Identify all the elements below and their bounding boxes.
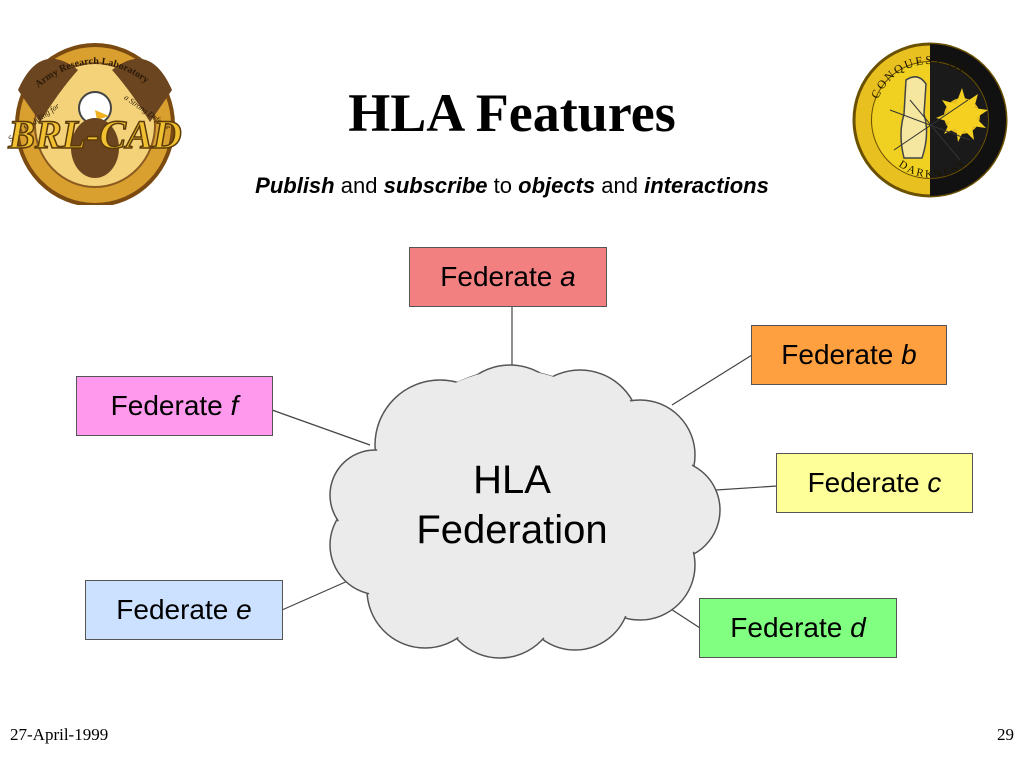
federate-d-box: Federate d xyxy=(699,598,897,658)
page-number: 29 xyxy=(997,725,1014,744)
connector-b xyxy=(671,354,753,406)
conquest-of-darkness-seal: CONQUEST OF DARKNESS xyxy=(852,42,1008,198)
logo-wordmark: BRL-CAD xyxy=(7,112,181,157)
cloud-label: HLA Federation xyxy=(392,455,632,555)
federate-d-letter: d xyxy=(850,612,866,643)
federate-f-prefix: Federate xyxy=(110,390,223,421)
subtitle-word-publish: Publish xyxy=(255,173,335,198)
subtitle-word-and-2: and xyxy=(601,173,638,198)
federate-a-letter: a xyxy=(560,261,576,292)
federate-b-box: Federate b xyxy=(751,325,947,385)
subtitle-word-to: to xyxy=(493,173,512,198)
connector-e xyxy=(281,579,351,611)
slide-title: HLA Features xyxy=(348,83,676,143)
federate-c-prefix: Federate xyxy=(807,467,920,498)
federate-c-box: Federate c xyxy=(776,453,973,513)
federation-cloud xyxy=(329,364,721,659)
connector-f xyxy=(271,409,371,446)
subtitle-word-interactions: interactions xyxy=(644,173,769,198)
sun-moon-seal-icon xyxy=(852,42,1008,198)
federate-c-letter: c xyxy=(927,467,942,498)
federate-b-prefix: Federate xyxy=(781,339,894,370)
footer-date: 27-April-1999 xyxy=(10,725,109,744)
federate-a-prefix: Federate xyxy=(440,261,553,292)
brl-cad-logo: Army Research Laboratory Solid Modeling … xyxy=(6,43,182,205)
federate-f-box: Federate f xyxy=(76,376,273,436)
connector-c xyxy=(715,485,778,491)
federate-e-prefix: Federate xyxy=(116,594,229,625)
cloud-label-line-1: HLA xyxy=(473,458,551,502)
federate-b-letter: b xyxy=(901,339,917,370)
federate-e-letter: e xyxy=(236,594,252,625)
federate-d-prefix: Federate xyxy=(730,612,843,643)
federate-a-box: Federate a xyxy=(409,247,607,307)
subtitle-word-and-1: and xyxy=(340,173,378,198)
federate-e-box: Federate e xyxy=(85,580,283,640)
eagle-emblem-icon xyxy=(15,43,175,205)
subtitle-word-subscribe: subscribe xyxy=(383,173,488,198)
subtitle-word-objects: objects xyxy=(518,173,596,198)
cloud-label-line-2: Federation xyxy=(416,508,608,552)
slide-subtitle: Publish and subscribe to objects and int… xyxy=(0,172,1024,200)
federate-f-letter: f xyxy=(230,390,239,421)
